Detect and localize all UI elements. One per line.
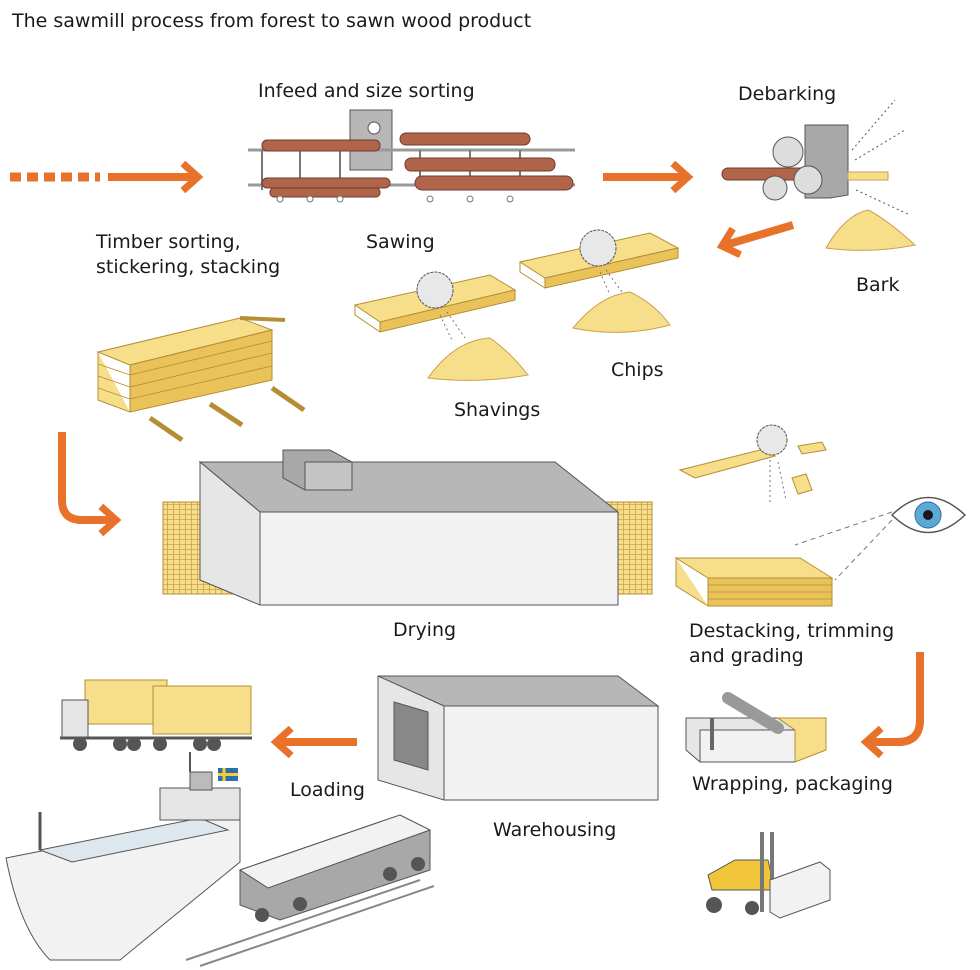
label-timber-sorting-2: stickering, stacking (96, 256, 281, 278)
forklift (706, 832, 831, 919)
label-debarking: Debarking (738, 83, 837, 105)
page-title: The sawmill process from forest to sawn … (12, 10, 532, 32)
arrow-left-icon (722, 221, 795, 246)
saw-blade-icon (416, 271, 454, 309)
cargo-ship (5, 752, 241, 961)
label-warehousing: Warehousing (493, 819, 617, 841)
saw-blade-icon (579, 229, 617, 267)
label-shavings: Shavings (454, 399, 541, 421)
arrow-down-right-icon (58, 432, 116, 520)
rail-wagon (185, 814, 435, 967)
label-drying: Drying (393, 619, 457, 641)
drying-kiln (162, 449, 653, 606)
label-timber-sorting-1: Timber sorting, (96, 231, 241, 253)
swedish-flag-icon (218, 768, 238, 781)
label-chips: Chips (611, 359, 664, 381)
label-loading: Loading (290, 779, 365, 801)
graded-boards (674, 557, 834, 607)
truck (60, 679, 252, 751)
debarking-machine (721, 99, 911, 216)
chips-pile (572, 291, 671, 333)
saw-blade-icon (756, 424, 788, 456)
label-wrapping: Wrapping, packaging (692, 773, 893, 795)
label-infeed: Infeed and size sorting (258, 80, 475, 102)
bark-pile (825, 209, 917, 251)
shavings-pile (427, 337, 529, 381)
saw-blade-icon (762, 136, 823, 201)
label-sawing: Sawing (366, 231, 435, 253)
infeed-conveyor (248, 109, 575, 203)
label-destacking-1: Destacking, trimming (689, 620, 895, 642)
sawing-station (353, 229, 680, 341)
timber-stack (96, 316, 306, 443)
label-destacking-2: and grading (689, 645, 804, 667)
label-bark: Bark (856, 274, 900, 296)
trimming-station (678, 424, 827, 505)
arrow-down-left-icon (866, 652, 924, 742)
eye-icon (794, 496, 967, 581)
warehouse (377, 675, 660, 801)
wrapping-station (685, 692, 827, 763)
